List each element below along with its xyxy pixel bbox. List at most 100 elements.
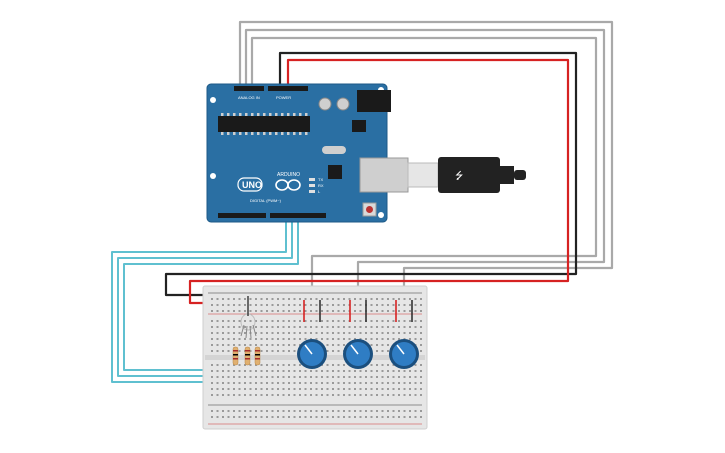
breadboard-hole[interactable] (420, 364, 422, 366)
breadboard-hole[interactable] (282, 394, 285, 396)
breadboard-hole[interactable] (211, 326, 213, 328)
breadboard-hole[interactable] (310, 332, 312, 334)
breadboard-hole[interactable] (310, 388, 312, 390)
breadboard-hole[interactable] (332, 388, 334, 390)
breadboard-hole[interactable] (414, 298, 417, 300)
breadboard-hole[interactable] (238, 364, 241, 366)
breadboard-hole[interactable] (392, 370, 395, 372)
breadboard-hole[interactable] (266, 338, 268, 340)
breadboard-hole[interactable] (370, 320, 373, 322)
breadboard-hole[interactable] (282, 332, 285, 334)
breadboard-hole[interactable] (365, 370, 367, 372)
breadboard-hole[interactable] (414, 382, 417, 384)
breadboard-hole[interactable] (365, 298, 367, 300)
breadboard-hole[interactable] (282, 310, 285, 312)
breadboard-hole[interactable] (343, 338, 345, 340)
breadboard-hole[interactable] (359, 320, 362, 322)
breadboard-hole[interactable] (392, 338, 395, 340)
breadboard-hole[interactable] (293, 338, 296, 340)
breadboard-hole[interactable] (403, 376, 406, 378)
breadboard-hole[interactable] (216, 416, 219, 418)
breadboard-hole[interactable] (326, 382, 329, 384)
breadboard-hole[interactable] (398, 298, 400, 300)
breadboard-hole[interactable] (409, 410, 411, 412)
breadboard-hole[interactable] (238, 350, 241, 352)
breadboard-hole[interactable] (409, 376, 411, 378)
breadboard-hole[interactable] (260, 416, 263, 418)
breadboard-hole[interactable] (321, 298, 323, 300)
breadboard-hole[interactable] (414, 410, 417, 412)
wire-teal-3[interactable] (123, 216, 299, 371)
breadboard-hole[interactable] (266, 364, 268, 366)
breadboard-hole[interactable] (227, 350, 230, 352)
breadboard-hole[interactable] (414, 394, 417, 396)
breadboard-hole[interactable] (343, 332, 345, 334)
breadboard-hole[interactable] (381, 332, 384, 334)
breadboard-hole[interactable] (376, 382, 378, 384)
breadboard-hole[interactable] (354, 304, 356, 306)
breadboard-hole[interactable] (244, 338, 246, 340)
breadboard-hole[interactable] (381, 370, 384, 372)
breadboard-hole[interactable] (222, 410, 224, 412)
breadboard-hole[interactable] (326, 326, 329, 328)
breadboard-hole[interactable] (326, 394, 329, 396)
breadboard-hole[interactable] (376, 364, 378, 366)
breadboard-hole[interactable] (403, 410, 406, 412)
breadboard-hole[interactable] (238, 416, 241, 418)
breadboard-hole[interactable] (337, 344, 340, 346)
breadboard-hole[interactable] (392, 410, 395, 412)
breadboard-hole[interactable] (409, 416, 411, 418)
breadboard-hole[interactable] (271, 332, 274, 334)
breadboard-hole[interactable] (299, 388, 301, 390)
breadboard-hole[interactable] (299, 370, 301, 372)
breadboard-hole[interactable] (398, 304, 400, 306)
breadboard-hole[interactable] (409, 304, 411, 306)
breadboard-hole[interactable] (420, 350, 422, 352)
breadboard-hole[interactable] (398, 416, 400, 418)
breadboard-hole[interactable] (271, 370, 274, 372)
breadboard-hole[interactable] (420, 410, 422, 412)
breadboard-hole[interactable] (359, 310, 362, 312)
breadboard-hole[interactable] (354, 332, 356, 334)
breadboard-hole[interactable] (409, 370, 411, 372)
breadboard-hole[interactable] (343, 320, 345, 322)
breadboard-hole[interactable] (271, 298, 274, 300)
breadboard-hole[interactable] (266, 394, 268, 396)
breadboard-hole[interactable] (260, 298, 263, 300)
breadboard-hole[interactable] (227, 370, 230, 372)
pot-1[interactable] (297, 339, 327, 369)
breadboard-hole[interactable] (365, 332, 367, 334)
breadboard-hole[interactable] (376, 310, 378, 312)
breadboard-hole[interactable] (255, 338, 257, 340)
breadboard-hole[interactable] (326, 344, 329, 346)
breadboard-hole[interactable] (387, 304, 389, 306)
breadboard-hole[interactable] (403, 416, 406, 418)
breadboard-hole[interactable] (310, 298, 312, 300)
breadboard-hole[interactable] (266, 416, 268, 418)
breadboard-hole[interactable] (282, 350, 285, 352)
breadboard-hole[interactable] (376, 320, 378, 322)
breadboard-hole[interactable] (414, 326, 417, 328)
breadboard-hole[interactable] (414, 370, 417, 372)
breadboard-hole[interactable] (315, 298, 318, 300)
breadboard-hole[interactable] (271, 394, 274, 396)
breadboard-hole[interactable] (255, 410, 257, 412)
breadboard-hole[interactable] (299, 326, 301, 328)
breadboard-hole[interactable] (343, 370, 345, 372)
breadboard-hole[interactable] (227, 388, 230, 390)
breadboard-hole[interactable] (370, 416, 373, 418)
breadboard-hole[interactable] (271, 304, 274, 306)
breadboard-hole[interactable] (365, 416, 367, 418)
breadboard-hole[interactable] (354, 326, 356, 328)
breadboard-hole[interactable] (310, 310, 312, 312)
breadboard-hole[interactable] (304, 320, 307, 322)
breadboard-hole[interactable] (354, 394, 356, 396)
breadboard-hole[interactable] (266, 344, 268, 346)
breadboard-hole[interactable] (304, 370, 307, 372)
breadboard-hole[interactable] (238, 320, 241, 322)
breadboard-hole[interactable] (409, 326, 411, 328)
breadboard-hole[interactable] (260, 350, 263, 352)
breadboard-hole[interactable] (211, 320, 213, 322)
breadboard-hole[interactable] (398, 326, 400, 328)
breadboard-hole[interactable] (277, 410, 279, 412)
